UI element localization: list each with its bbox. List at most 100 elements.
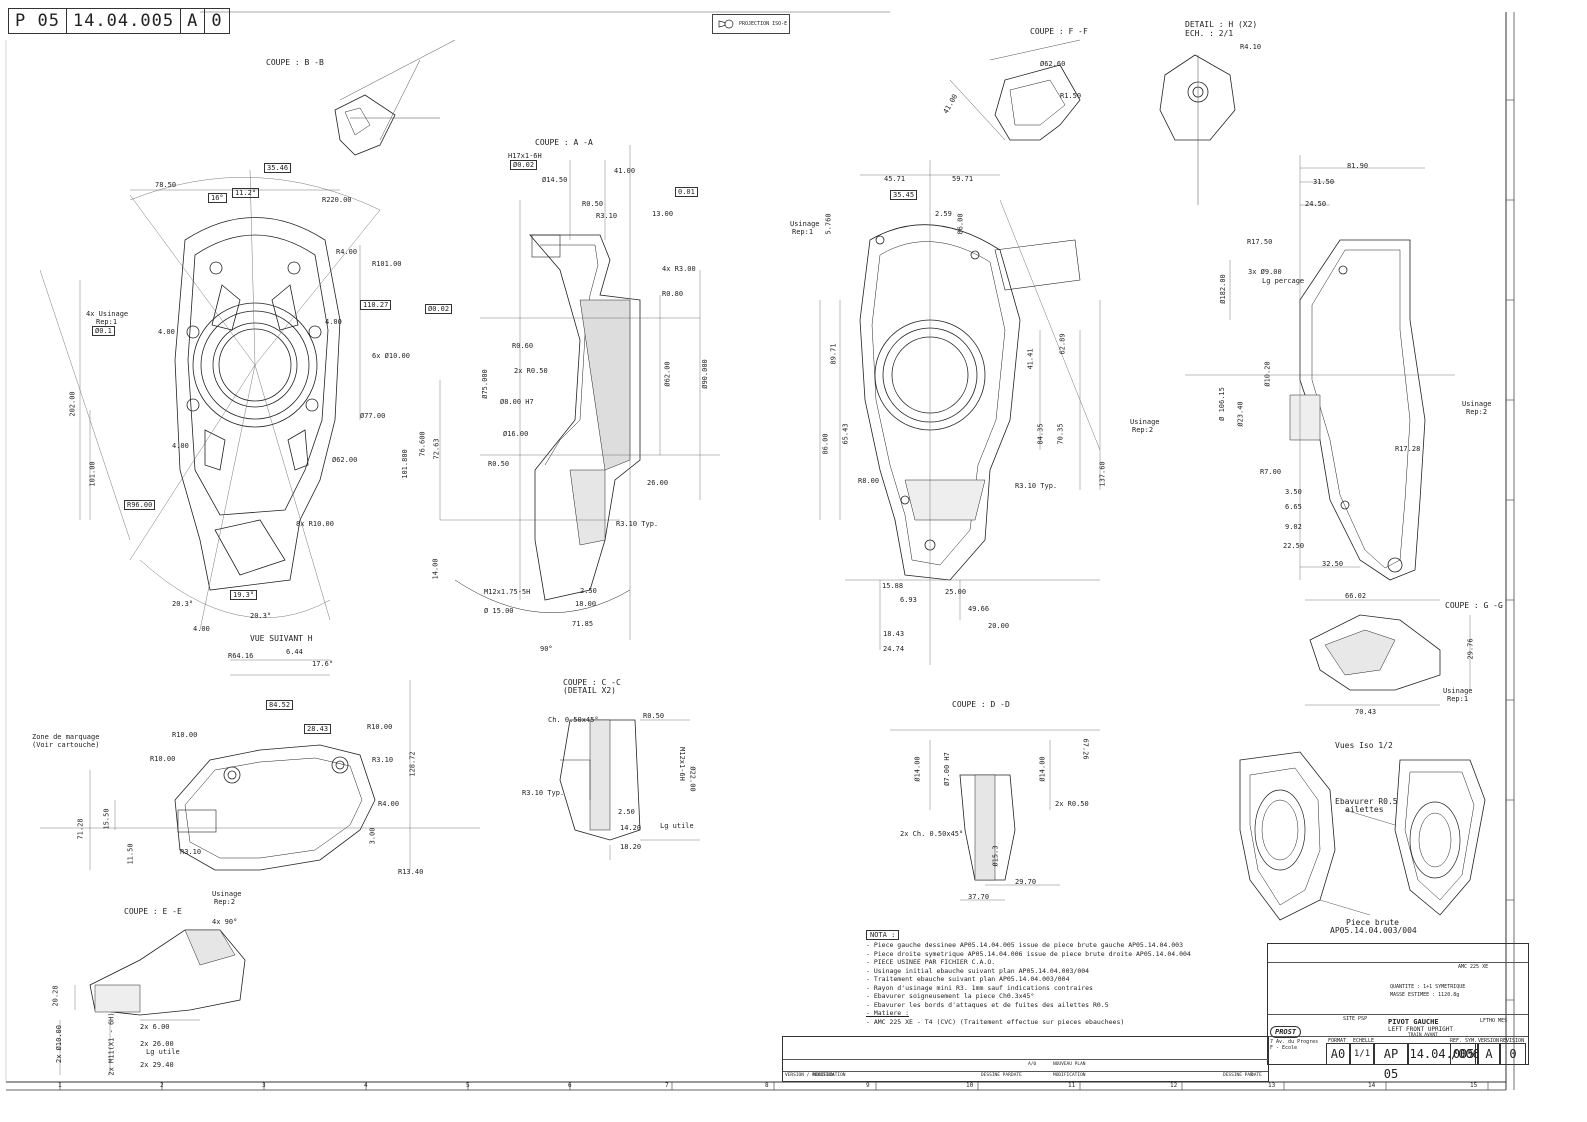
grid-number: 11: [1068, 1082, 1076, 1089]
ref-part-2: 14.04.005: [67, 9, 182, 33]
notes-block: NOTA : - Piece gauche dessinee AP05.14.0…: [866, 922, 1246, 1026]
dim-label: 17.6°: [312, 660, 334, 668]
note-line: - Piece gauche dessinee AP05.14.04.005 i…: [866, 941, 1183, 949]
grid-number: 5: [466, 1082, 470, 1089]
header-revision: REVISION: [1500, 1038, 1525, 1044]
drawing-reference: P 05 14.04.005 A 0: [8, 8, 230, 34]
dim-label: 3x Ø9.00: [1248, 268, 1282, 276]
company-address-2: F - Ecole: [1270, 1045, 1298, 1051]
header-version: VERSION: [1478, 1038, 1500, 1044]
dim-label: 35.45: [890, 190, 918, 200]
dim-label: 16°: [208, 193, 227, 203]
dim-label: 9.02: [1285, 523, 1302, 531]
dim-label: 86.00: [956, 213, 965, 235]
dim-label: Ø16.00: [503, 430, 529, 438]
view-title-bb: COUPE : B -B: [266, 58, 324, 67]
dim-label: Ø62.60: [1040, 60, 1066, 68]
dim-label: Ø8.00 H7: [500, 398, 534, 406]
quantity-info: QUANTITE : 1+1 SYMETRIQUE: [1390, 984, 1466, 990]
view-title-ee: COUPE : E -E: [124, 907, 182, 916]
note-line: - Rayon d'usinage mini R3. 1mm sauf indi…: [866, 983, 1093, 992]
view-title-ff: COUPE : F -F: [1030, 27, 1088, 36]
dim-label: 2.50: [618, 808, 635, 816]
dim-label: 70.35: [1056, 423, 1065, 445]
grid-number: 4: [364, 1082, 368, 1089]
view-title-gg: COUPE : G -G: [1445, 601, 1503, 610]
note-line: - AMC 225 XE - T4 (CVC) (Traitement effe…: [866, 1017, 1125, 1026]
grid-number: 14: [1368, 1082, 1376, 1089]
dim-label: Ø62.00: [332, 456, 358, 464]
dim-label: 3.00: [368, 827, 377, 845]
usinage-label: Usinage: [212, 890, 242, 898]
dim-label: R1.50: [1060, 92, 1082, 100]
dim-label: 41.00: [614, 167, 636, 175]
usinage-rep: Rep:1: [1447, 695, 1469, 703]
dim-label: R0.60: [512, 342, 534, 350]
dim-label: 35.46: [264, 163, 292, 173]
dim-label: Lg percage: [1262, 277, 1305, 285]
grid-number: 1: [58, 1082, 62, 1089]
dim-label: 4x R3.00: [662, 265, 696, 273]
revision-value: 0: [1500, 1043, 1526, 1065]
revision-a-text: NOUVEAU PLAN: [1053, 1062, 1086, 1067]
dim-label: 59.71: [952, 175, 974, 183]
note-line: - Usinage initial ebauche suivant plan A…: [866, 966, 1090, 975]
dim-label: Lg utile: [660, 822, 694, 830]
dim-label: Ø22.00: [688, 766, 697, 792]
dim-label: Lg utile: [146, 1048, 180, 1056]
dim-label: 29.70: [1015, 878, 1037, 886]
projection-symbol: PROJECTION ISO-E: [712, 14, 790, 34]
dim-label: 15.88: [882, 582, 904, 590]
dim-label: 19.3°: [230, 590, 258, 600]
deburr-label-2: ailettes: [1345, 805, 1384, 814]
dim-label: R17.28: [1395, 445, 1421, 453]
dim-label: 37.70: [968, 893, 990, 901]
dim-label: 110.27: [360, 300, 392, 310]
grid-number: 7: [665, 1082, 669, 1089]
tolerance-frame: Ø0.1: [92, 326, 115, 336]
dim-label: 8x R10.00: [296, 520, 334, 528]
dim-label: R64.16: [228, 652, 254, 660]
dim-label: R8.00: [858, 477, 880, 485]
header-format: FORMAT: [1328, 1038, 1347, 1044]
dim-label: 29.76: [1466, 638, 1475, 660]
dim-label: 31.50: [1313, 178, 1335, 186]
dim-label: 2.59: [935, 210, 952, 218]
dim-label: 2x Ch. 0.50x45°: [900, 830, 964, 838]
dim-label: 71.85: [572, 620, 594, 628]
dim-label: R0.50: [488, 460, 510, 468]
part-name: PIVOT GAUCHE: [1388, 1018, 1439, 1026]
dim-label: R3.10 Typ.: [616, 520, 659, 528]
dim-label: R101.00: [372, 260, 402, 268]
dim-label: R13.40: [398, 868, 424, 876]
view-subtitle-cc: (DETAIL X2): [563, 686, 616, 695]
blank-part-label: Piece brute: [1346, 918, 1399, 927]
dim-label: 2x R0.50: [1055, 800, 1089, 808]
grid-number: 12: [1170, 1082, 1178, 1089]
note-line: - Matiere :: [866, 1009, 910, 1017]
usinage-rep: Rep:1: [96, 318, 118, 326]
grid-number: 15: [1470, 1082, 1478, 1089]
usinage-label: Usinage: [1130, 418, 1160, 426]
dim-label: 15.50: [102, 808, 111, 830]
dim-label: 18.20: [620, 843, 642, 851]
dim-label: 18.00: [575, 600, 597, 608]
dim-label: 65.43: [841, 423, 850, 445]
view-title-cc: COUPE : C -C: [563, 678, 621, 687]
dim-label: 28.43: [304, 724, 332, 734]
usinage-label: Usinage: [1443, 687, 1473, 695]
usinage-label: Usinage: [790, 220, 820, 228]
note-line: - Traitement ebauche suivant plan AP05.1…: [866, 975, 1070, 983]
tolerance-frame: Ø0.02: [510, 160, 538, 170]
dim-label: R3.10: [372, 756, 394, 764]
tolerance-frame: 0.01: [675, 187, 698, 197]
mass-info: MASSE ESTIMEE : 1120.8g: [1390, 992, 1460, 998]
dim-label: 6.44: [286, 648, 303, 656]
version-value: A: [1478, 1043, 1500, 1065]
dim-label: 3.50: [1285, 488, 1302, 496]
